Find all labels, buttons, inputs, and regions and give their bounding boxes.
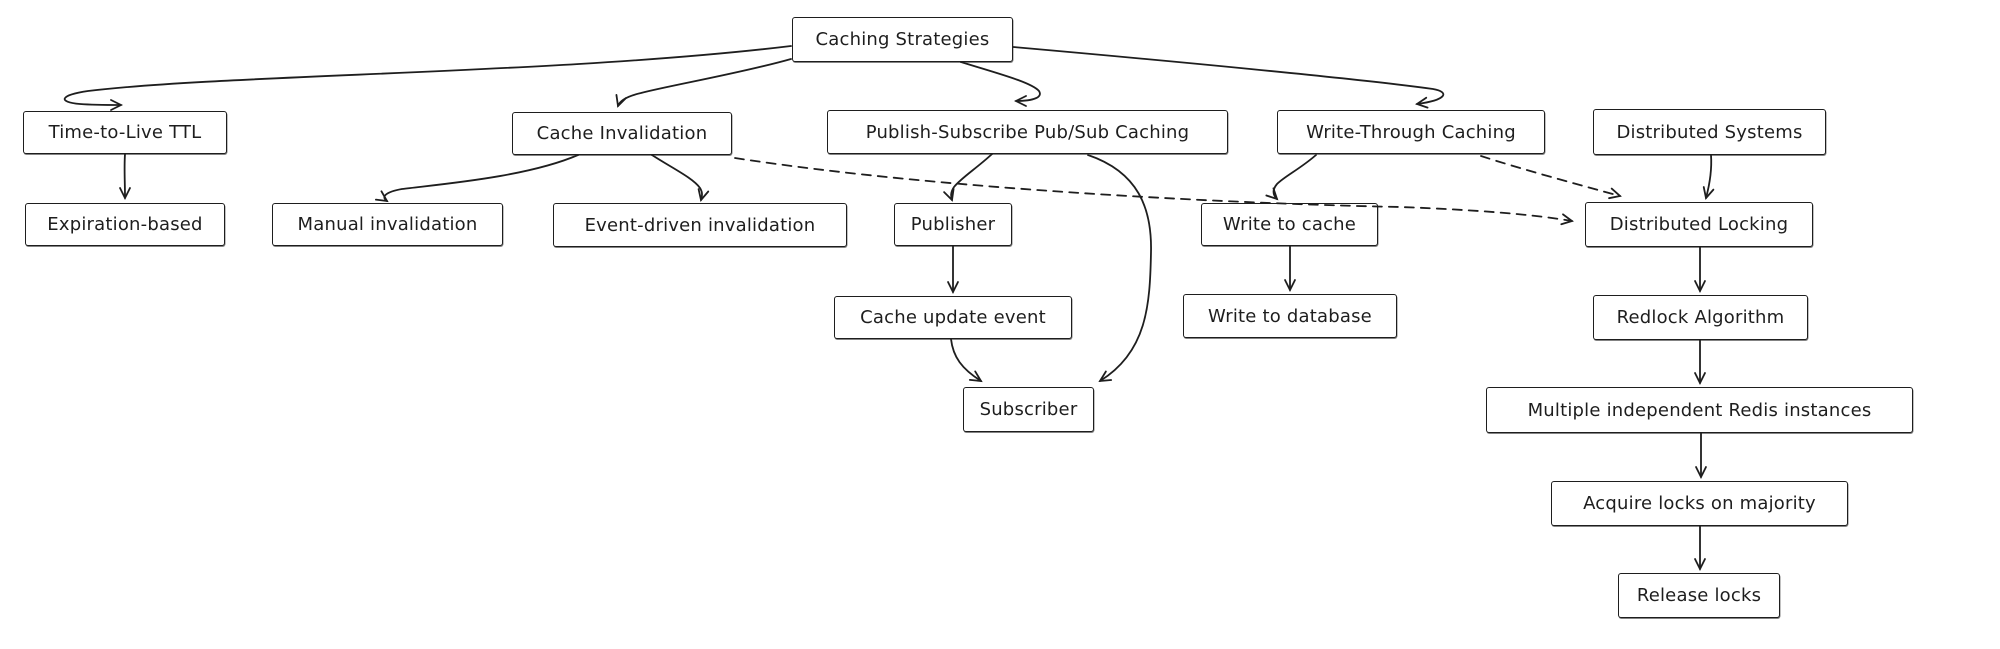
node-expiration-based[interactable]: Expiration-based: [25, 203, 225, 246]
node-label: Multiple independent Redis instances: [1527, 399, 1872, 421]
node-acquire-locks-majority[interactable]: Acquire locks on majority: [1551, 481, 1848, 526]
node-label: Distributed Systems: [1616, 121, 1803, 143]
node-subscriber[interactable]: Subscriber: [963, 387, 1094, 432]
node-label: Publish-Subscribe Pub/Sub Caching: [865, 121, 1190, 143]
node-label: Distributed Locking: [1609, 214, 1789, 235]
edge-dashed-write-through-to-dist-locking: [1480, 155, 1622, 200]
node-redlock-algorithm[interactable]: Redlock Algorithm: [1593, 295, 1808, 340]
node-label: Publisher: [910, 214, 996, 235]
node-label: Event-driven invalidation: [584, 214, 816, 236]
node-distributed-systems[interactable]: Distributed Systems: [1593, 109, 1826, 155]
edge-caching-strategies-to-ttl: [63, 45, 792, 111]
edge-dashed-cache-invalidation-to-dist-locking: [734, 157, 1574, 226]
node-label: Subscriber: [979, 399, 1078, 420]
edge-cache-invalidation-to-manual: [375, 154, 579, 203]
node-write-through-caching[interactable]: Write-Through Caching: [1277, 110, 1545, 154]
node-label: Acquire locks on majority: [1583, 493, 1816, 514]
node-write-to-cache[interactable]: Write to cache: [1201, 203, 1378, 246]
node-label: Write-Through Caching: [1306, 121, 1516, 143]
node-write-to-database[interactable]: Write to database: [1183, 294, 1397, 338]
node-cache-update-event[interactable]: Cache update event: [834, 296, 1072, 339]
node-publisher[interactable]: Publisher: [894, 203, 1012, 246]
edge-cache-invalidation-to-event-driven: [651, 154, 710, 202]
node-label: Write to database: [1208, 305, 1372, 327]
edge-pubsub-to-subscriber: [1087, 154, 1152, 383]
node-release-locks[interactable]: Release locks: [1618, 573, 1780, 618]
node-distributed-locking[interactable]: Distributed Locking: [1585, 202, 1813, 247]
node-label: Caching Strategies: [815, 29, 990, 50]
edge-pubsub-to-publisher: [943, 153, 993, 202]
node-cache-invalidation[interactable]: Cache Invalidation: [512, 112, 732, 155]
node-event-driven-invalidation[interactable]: Event-driven invalidation: [553, 203, 847, 247]
edge-caching-strategies-to-write-through: [1012, 46, 1445, 109]
edge-caching-strategies-to-pubsub: [960, 61, 1041, 107]
node-multiple-redis-instances[interactable]: Multiple independent Redis instances: [1486, 387, 1913, 433]
node-time-to-live-ttl[interactable]: Time-to-Live TTL: [23, 111, 227, 154]
node-pub-sub-caching[interactable]: Publish-Subscribe Pub/Sub Caching: [827, 110, 1228, 154]
node-label: Write to cache: [1222, 214, 1357, 235]
node-label: Redlock Algorithm: [1616, 307, 1785, 328]
node-label: Time-to-Live TTL: [48, 122, 202, 143]
node-caching-strategies[interactable]: Caching Strategies: [792, 17, 1013, 62]
edge-write-through-to-write-cache: [1265, 154, 1317, 201]
edge-cache-update-to-subscriber: [950, 338, 983, 383]
node-label: Cache update event: [860, 307, 1046, 328]
node-label: Cache Invalidation: [536, 123, 708, 144]
edge-dist-systems-to-dist-locking: [1702, 154, 1715, 200]
edge-caching-strategies-to-cache-invalidation: [615, 58, 792, 108]
node-label: Release locks: [1636, 585, 1762, 606]
node-label: Manual invalidation: [297, 214, 478, 235]
node-label: Expiration-based: [47, 214, 203, 235]
node-manual-invalidation[interactable]: Manual invalidation: [272, 203, 503, 246]
